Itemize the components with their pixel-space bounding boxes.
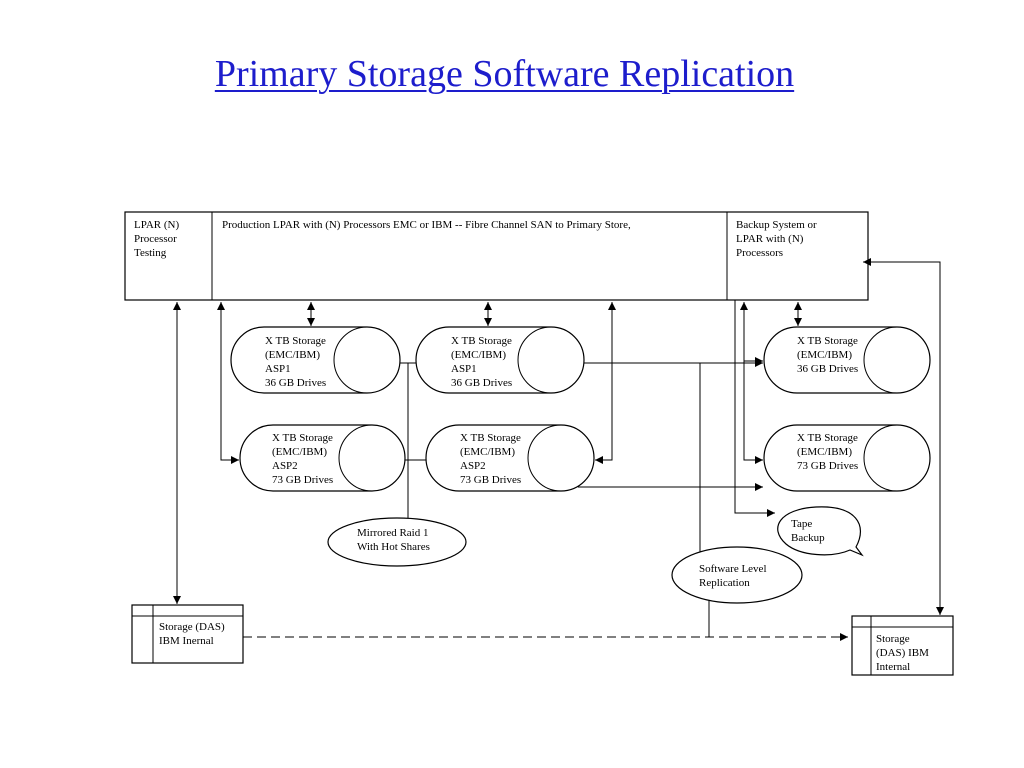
connectors <box>173 258 944 641</box>
storage-unit-backup-36gb: X TB Storage(EMC/IBM)36 GB Drives <box>763 326 931 394</box>
svg-text:Storage (DAS)IBM Inernal: Storage (DAS)IBM Inernal <box>159 621 225 647</box>
storage-unit-backup-73gb: X TB Storage(EMC/IBM)73 GB Drives <box>763 424 931 492</box>
lpar-testing-label: LPAR (N) Processor Testing <box>134 219 182 259</box>
svg-text:X TB Storage(EMC/IBM)36 GB Dri: X TB Storage(EMC/IBM)36 GB Drives <box>797 335 858 375</box>
production-lpar-label: Production LPAR with (N) Processors EMC … <box>222 219 631 231</box>
backup-system-label: Backup System or LPAR with (N) Processor… <box>736 219 819 259</box>
page-title: Primary Storage Software Replication <box>214 53 795 95</box>
lpar-box: LPAR (N) Processor Testing Production LP… <box>124 211 869 301</box>
das-storage-left: Storage (DAS)IBM Inernal <box>131 604 244 664</box>
svg-text:X TB Storage(EMC/IBM)73 GB Dri: X TB Storage(EMC/IBM)73 GB Drives <box>797 432 858 472</box>
